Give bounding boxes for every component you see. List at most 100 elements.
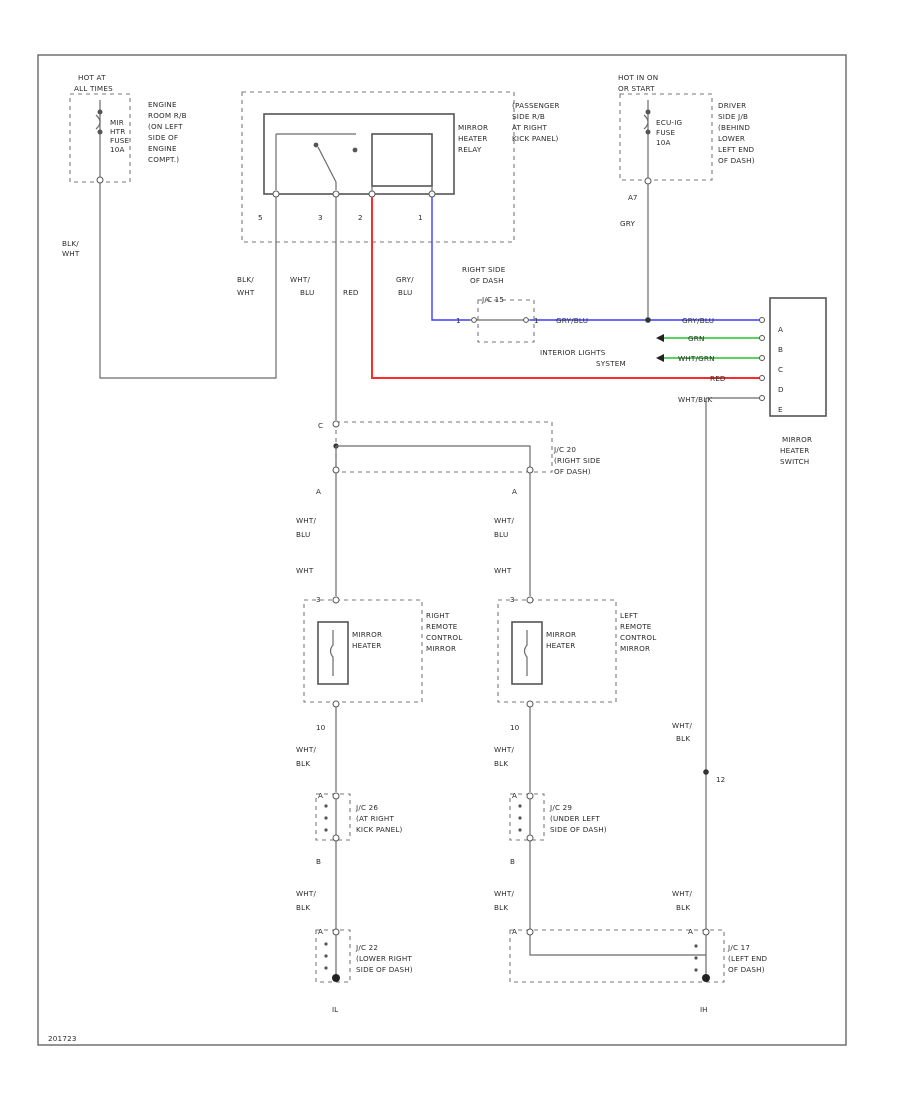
switch-pin-e: E xyxy=(778,405,783,414)
jc-upper-name: J/C 20 xyxy=(553,445,576,454)
jc-left-end-name: J/C 17 xyxy=(727,943,750,952)
relay-pin-1: 1 xyxy=(418,213,423,222)
switch-label-1: MIRROR xyxy=(782,435,812,444)
relay-label-1: MIRROR xyxy=(458,123,488,132)
wire-label-gry-blu-1: GRY/BLU xyxy=(556,316,588,325)
jc-lower-right-pin: A xyxy=(318,927,323,936)
switch-pin-a: A xyxy=(778,325,783,334)
relay-wire-2: RED xyxy=(343,288,359,297)
svg-text:WHT/BLU: WHT/BLU xyxy=(494,516,515,539)
svg-text:WHT/BLK: WHT/BLK xyxy=(494,745,515,768)
svg-text:WHT/BLU: WHT/BLU xyxy=(290,275,314,297)
svg-text:WHT/BLK: WHT/BLK xyxy=(494,889,515,912)
jc-left-end-ground: IH xyxy=(700,1005,708,1014)
right-mirror-wire-mid: WHT xyxy=(296,566,314,575)
right-mirror-heater-1: MIRROR xyxy=(352,630,382,639)
svg-text:WHT/BLU: WHT/BLU xyxy=(296,516,317,539)
relay-wire-1-1: GRY/ xyxy=(396,275,414,284)
fuse-left-hot-2: ALL TIMES xyxy=(74,84,113,93)
relay-wire-3-1: WHT/ xyxy=(290,275,311,284)
relay-dashed-box xyxy=(241,91,515,243)
jc-left-dash-pin-bottom: B xyxy=(510,857,515,866)
relay-pin-2: 2 xyxy=(358,213,363,222)
fuse-left-fuse-1: MIR xyxy=(110,118,124,127)
fuse-left-location-1: ENGINE xyxy=(148,100,177,109)
wire-gry-blu xyxy=(431,197,470,321)
fuse-left-wire-1: BLK/ xyxy=(62,239,79,248)
fuse-right-hot-1: HOT IN ON xyxy=(618,73,658,82)
left-mirror-wire-mid: WHT xyxy=(494,566,512,575)
wire-red xyxy=(371,197,760,379)
relay-pin-5: 5 xyxy=(258,213,263,222)
left-mirror-label-1: LEFT xyxy=(620,611,638,620)
jc-left-dash-wire-1: WHT/ xyxy=(494,889,515,898)
fuse-right-wire: GRY xyxy=(620,219,636,228)
fuse-right-location-1: DRIVER xyxy=(718,101,746,110)
switch-ground-wire-1: WHT/ xyxy=(672,721,693,730)
jc-upper-pin-a-right: A xyxy=(512,487,517,496)
jc-left-dash-name: J/C 29 xyxy=(549,803,572,812)
left-mirror-pin-out: 10 xyxy=(510,723,520,732)
left-mirror-wire-in-1: WHT/ xyxy=(494,516,515,525)
jc-lower-right-name: J/C 22 xyxy=(355,943,378,952)
interior-lights-1: INTERIOR LIGHTS xyxy=(540,348,606,357)
right-mirror-label-1: RIGHT xyxy=(426,611,450,620)
jc-upper-pin-c: C xyxy=(318,421,323,430)
jc-left-end-pin-left: A xyxy=(512,927,517,936)
jc-dash-name: J/C 15 xyxy=(481,295,504,304)
relay-location-1: (PASSENGER xyxy=(512,101,560,110)
right-mirror-wire-out-1: WHT/ xyxy=(296,745,317,754)
relay-body xyxy=(263,113,455,195)
wire-label-wht-blk: WHT/BLK xyxy=(678,395,712,404)
left-mirror-heater-1: MIRROR xyxy=(546,630,576,639)
jc-right-kick-pin-bottom: B xyxy=(316,857,321,866)
jc-right-kick-wire-1: WHT/ xyxy=(296,889,317,898)
jc-upper-pin-a-left: A xyxy=(316,487,321,496)
wire-label-grn: GRN xyxy=(688,334,705,343)
svg-text:BLK/WHT: BLK/WHT xyxy=(237,275,255,297)
right-mirror-wire-in-1: WHT/ xyxy=(296,516,317,525)
svg-text:WHT/BLK: WHT/BLK xyxy=(296,889,317,912)
switch-ground-pin: 12 xyxy=(716,775,725,784)
jc-right-kick-pin-top: A xyxy=(318,791,323,800)
left-mirror-wire-out-1: WHT/ xyxy=(494,745,515,754)
jc-dash-label-1: RIGHT SIDE xyxy=(462,265,506,274)
jc-left-end-wire-1: WHT/ xyxy=(672,889,693,898)
left-mirror-pin-in: 3 xyxy=(510,595,515,604)
switch-pin-c: C xyxy=(778,365,783,374)
wire-label-wht-grn: WHT/GRN xyxy=(678,354,715,363)
wire-label-gry-blu-2: GRY/BLU xyxy=(682,316,714,325)
jc-left-end-pin-right: A xyxy=(688,927,693,936)
fuse-right-fuse-1: ECU-IG xyxy=(656,118,682,127)
switch-pin-b: B xyxy=(778,345,783,354)
right-mirror-pin-out: 10 xyxy=(316,723,326,732)
